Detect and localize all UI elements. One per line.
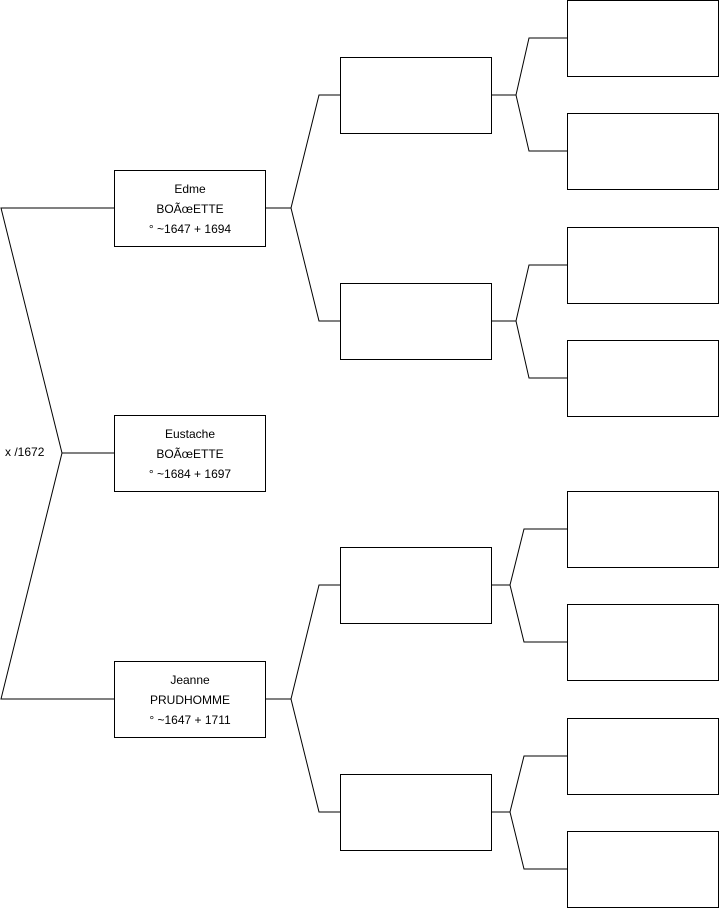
person-box-great-grandparent-1[interactable] bbox=[567, 0, 719, 77]
connector-gen3-a bbox=[491, 37, 567, 96]
person-box-paternal-grandmother[interactable] bbox=[340, 283, 492, 360]
father-dates: ° ~1647 + 1694 bbox=[148, 221, 232, 236]
person-box-great-grandparent-5[interactable] bbox=[567, 491, 719, 568]
person-box-paternal-grandfather[interactable] bbox=[340, 57, 492, 134]
person-box-maternal-grandfather[interactable] bbox=[340, 547, 492, 624]
person-box-great-grandparent-2[interactable] bbox=[567, 113, 719, 190]
connector-father-parents bbox=[265, 94, 341, 209]
child-dates: ° ~1684 + 1697 bbox=[148, 466, 232, 481]
person-box-maternal-grandmother[interactable] bbox=[340, 774, 492, 851]
connector-mother bbox=[0, 452, 114, 700]
person-box-great-grandparent-8[interactable] bbox=[567, 831, 719, 908]
mother-first-name: Jeanne bbox=[170, 672, 210, 687]
connector-father bbox=[0, 207, 114, 454]
person-box-mother[interactable]: Jeanne PRUDHOMME ° ~1647 + 1711 bbox=[114, 661, 266, 738]
mother-last-name: PRUDHOMME bbox=[150, 692, 230, 707]
connector-gen3-c bbox=[491, 528, 567, 586]
person-box-child[interactable]: Eustache BOÃœETTE ° ~1684 + 1697 bbox=[114, 415, 266, 492]
person-box-great-grandparent-3[interactable] bbox=[567, 227, 719, 304]
mother-dates: ° ~1647 + 1711 bbox=[149, 712, 231, 727]
person-box-great-grandparent-7[interactable] bbox=[567, 718, 719, 795]
person-box-great-grandparent-4[interactable] bbox=[567, 340, 719, 417]
person-box-great-grandparent-6[interactable] bbox=[567, 604, 719, 681]
father-last-name: BOÃœETTE bbox=[156, 201, 224, 216]
connector-mother-parents bbox=[265, 584, 341, 700]
child-first-name: Eustache bbox=[164, 426, 216, 441]
connector-gen3-b bbox=[491, 264, 567, 322]
marriage-label: x /1672 bbox=[5, 445, 45, 459]
father-first-name: Edme bbox=[174, 181, 206, 196]
person-box-father[interactable]: Edme BOÃœETTE ° ~1647 + 1694 bbox=[114, 170, 266, 247]
child-last-name: BOÃœETTE bbox=[156, 446, 224, 461]
connector-gen3-d bbox=[491, 755, 567, 813]
